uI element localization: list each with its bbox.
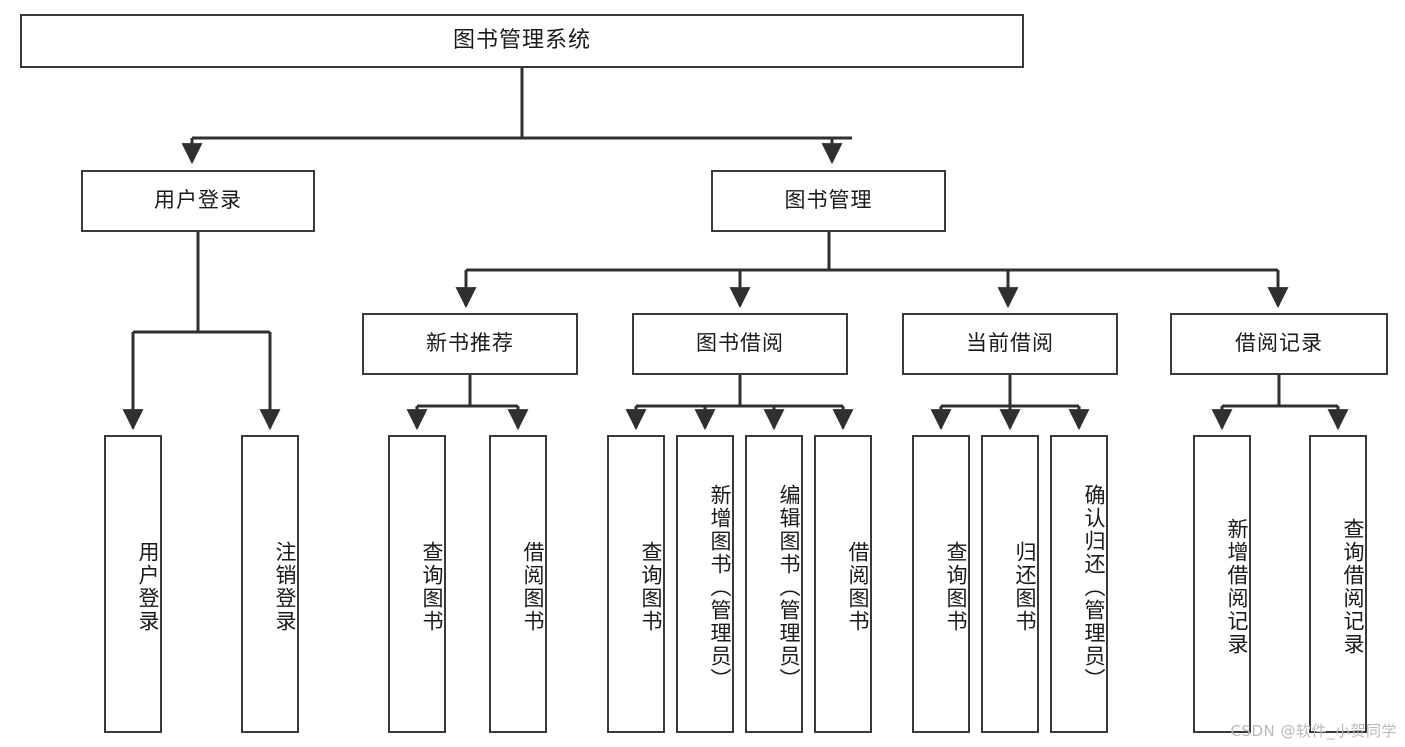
node-label: 当前借阅 bbox=[966, 331, 1054, 356]
node-label: 新增图书（管理员） bbox=[708, 483, 732, 691]
node-label: 图书管理 bbox=[784, 188, 873, 213]
node-root-book-management-system[interactable]: 图书管理系统 bbox=[20, 14, 1024, 68]
node-new-book-recommend[interactable]: 新书推荐 bbox=[362, 313, 578, 375]
node-label: 新增借阅记录 bbox=[1225, 518, 1249, 656]
node-label: 注销登录 bbox=[273, 541, 297, 633]
leaf-recommend-query-book[interactable]: 查询图书 bbox=[388, 435, 446, 733]
leaf-user-login-login[interactable]: 用户登录 bbox=[104, 435, 162, 733]
leaf-record-query-record[interactable]: 查询借阅记录 bbox=[1309, 435, 1367, 733]
leaf-borrow-borrow-book[interactable]: 借阅图书 bbox=[814, 435, 872, 733]
leaf-borrow-query-book[interactable]: 查询图书 bbox=[607, 435, 665, 733]
watermark-text: CSDN @软件_小贺同学 bbox=[1230, 722, 1397, 740]
node-label: 确认归还（管理员） bbox=[1082, 483, 1106, 691]
node-current-borrow[interactable]: 当前借阅 bbox=[902, 313, 1118, 375]
node-label: 用户登录 bbox=[154, 188, 242, 213]
node-label: 新书推荐 bbox=[426, 331, 514, 356]
node-borrow-record[interactable]: 借阅记录 bbox=[1170, 313, 1388, 375]
node-label: 借阅图书 bbox=[521, 541, 545, 633]
node-label: 查询图书 bbox=[639, 541, 663, 633]
leaf-borrow-add-book-admin[interactable]: 新增图书（管理员） bbox=[676, 435, 734, 733]
leaf-recommend-borrow-book[interactable]: 借阅图书 bbox=[489, 435, 547, 733]
leaf-current-query-book[interactable]: 查询图书 bbox=[912, 435, 970, 733]
leaf-borrow-edit-book-admin[interactable]: 编辑图书（管理员） bbox=[745, 435, 803, 733]
node-book-borrow[interactable]: 图书借阅 bbox=[632, 313, 848, 375]
node-label: 查询图书 bbox=[944, 541, 968, 633]
node-label: 借阅记录 bbox=[1235, 331, 1323, 356]
leaf-record-add-record[interactable]: 新增借阅记录 bbox=[1193, 435, 1251, 733]
node-label: 查询借阅记录 bbox=[1341, 518, 1365, 656]
node-label: 用户登录 bbox=[136, 541, 160, 633]
node-book-management[interactable]: 图书管理 bbox=[711, 170, 946, 232]
node-label: 借阅图书 bbox=[846, 541, 870, 633]
node-label: 编辑图书（管理员） bbox=[777, 483, 801, 691]
node-user-login[interactable]: 用户登录 bbox=[81, 170, 315, 232]
leaf-user-login-logout[interactable]: 注销登录 bbox=[241, 435, 299, 733]
node-label: 查询图书 bbox=[420, 541, 444, 633]
node-label: 归还图书 bbox=[1013, 541, 1037, 633]
leaf-current-confirm-return-admin[interactable]: 确认归还（管理员） bbox=[1050, 435, 1108, 733]
node-label: 图书借阅 bbox=[696, 331, 784, 356]
leaf-current-return-book[interactable]: 归还图书 bbox=[981, 435, 1039, 733]
node-label: 图书管理系统 bbox=[452, 27, 591, 53]
